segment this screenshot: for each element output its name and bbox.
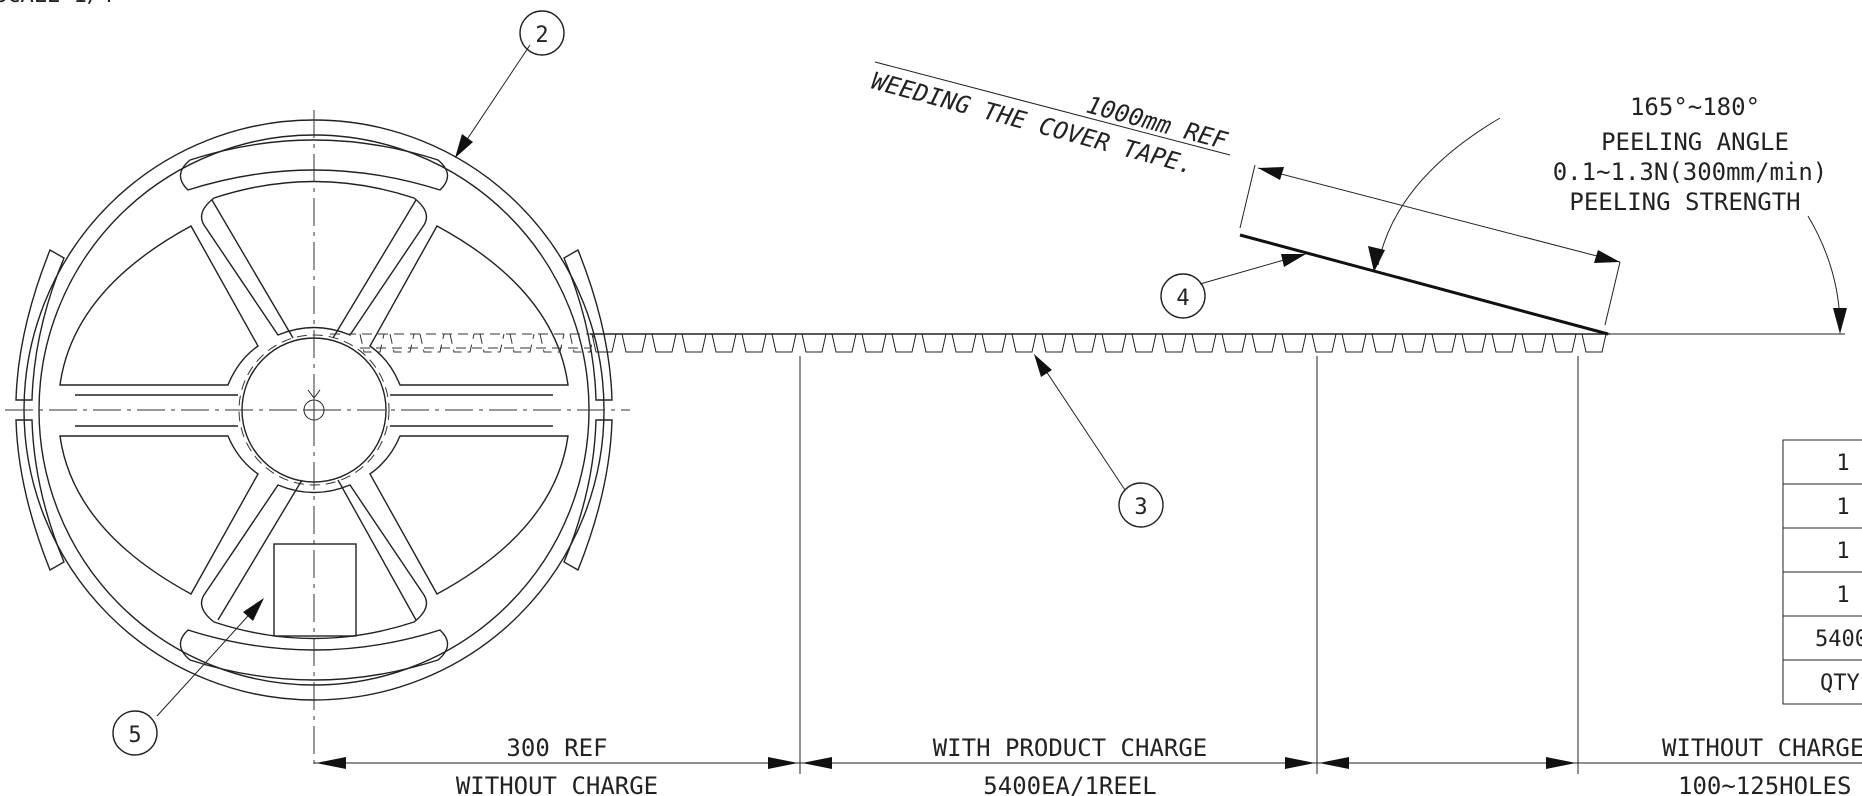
dim-right-top: WITHOUT CHARGE <box>1662 734 1862 762</box>
peel-strength-label: PEELING STRENGTH <box>1569 188 1800 216</box>
peel-angle-value: 165°~180° <box>1630 93 1760 121</box>
table-cell: 1 <box>1836 539 1849 564</box>
reel <box>5 110 630 770</box>
table-cell: QTY <box>1820 671 1860 696</box>
dim-middle-bottom: 5400EA/1REEL <box>983 772 1156 796</box>
balloon-2: 2 <box>519 10 565 56</box>
peel-strength-value: 0.1~1.3N(300mm/min) <box>1553 158 1828 186</box>
table-cell: 1 <box>1836 495 1849 520</box>
dim-right-bottom: 100~125HOLES <box>1678 772 1851 796</box>
dim-left-bottom: WITHOUT CHARGE <box>456 772 658 796</box>
balloon-3-text: 3 <box>1134 495 1147 520</box>
table-cell: 1 <box>1836 451 1849 476</box>
table-cell: 1 <box>1836 583 1849 608</box>
peel-angle-label: PEELING ANGLE <box>1601 128 1789 156</box>
balloon-4-text: 4 <box>1176 286 1189 311</box>
balloon-4: 4 <box>1160 273 1206 319</box>
dim-left-top: 300 REF <box>506 734 607 762</box>
quantity-table: 1 1 1 1 5400 QTY <box>1782 439 1862 705</box>
balloon-2-text: 2 <box>535 23 548 48</box>
dimension-lines <box>314 356 1862 774</box>
balloon-5: 5 <box>112 710 158 756</box>
dim-middle-top: WITH PRODUCT CHARGE <box>933 734 1208 762</box>
carrier-tape <box>330 333 1845 353</box>
leader-lines <box>156 44 1306 717</box>
balloon-3: 3 <box>1118 482 1164 528</box>
scale-label: SCALE 1/4 <box>0 0 113 8</box>
table-cell: 5400 <box>1815 627 1862 652</box>
balloon-5-text: 5 <box>128 723 141 748</box>
cover-tape-peel <box>874 61 1847 336</box>
